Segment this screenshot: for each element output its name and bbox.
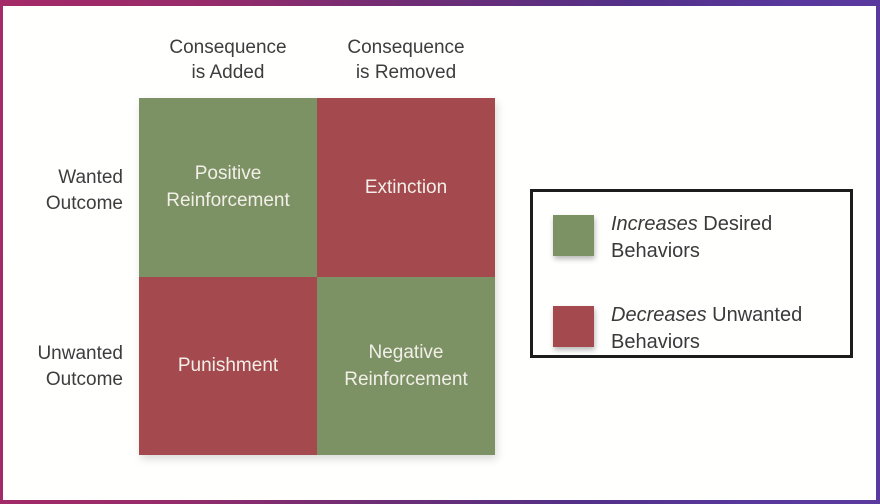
quadrant-negative-reinforcement: Negative Reinforcement xyxy=(317,276,495,455)
row-header-unwanted-outcome: Unwanted Outcome xyxy=(37,343,123,390)
legend-emphasis-decreases: Decreases xyxy=(611,304,707,326)
red-swatch xyxy=(553,306,594,347)
column-header-consequence-added: Consequence is Added xyxy=(169,37,287,83)
legend-label-increases: Increases Desired Behaviors xyxy=(611,211,836,265)
quadrant-extinction: Extinction xyxy=(317,98,495,277)
column-header-consequence-removed: Consequence is Removed xyxy=(347,37,465,83)
legend-item-increases: Increases Desired Behaviors xyxy=(553,211,836,265)
legend-label-decreases: Decreases Unwanted Behaviors xyxy=(611,302,836,356)
legend-rest-decreases: Unwanted Behaviors xyxy=(611,304,803,353)
green-swatch xyxy=(553,215,594,256)
legend-rest-increases: Desired Behaviors xyxy=(611,213,773,262)
row-header-wanted-outcome: Wanted Outcome xyxy=(45,167,123,214)
legend-box: Increases Desired Behaviors Decreases Un… xyxy=(530,189,853,358)
quadrant-matrix: Positive Reinforcement Extinction Punish… xyxy=(139,98,495,455)
quadrant-positive-reinforcement: Positive Reinforcement xyxy=(139,98,317,277)
legend-item-decreases: Decreases Unwanted Behaviors xyxy=(553,302,836,356)
quadrant-punishment: Punishment xyxy=(139,276,317,455)
legend-emphasis-increases: Increases xyxy=(611,213,698,235)
